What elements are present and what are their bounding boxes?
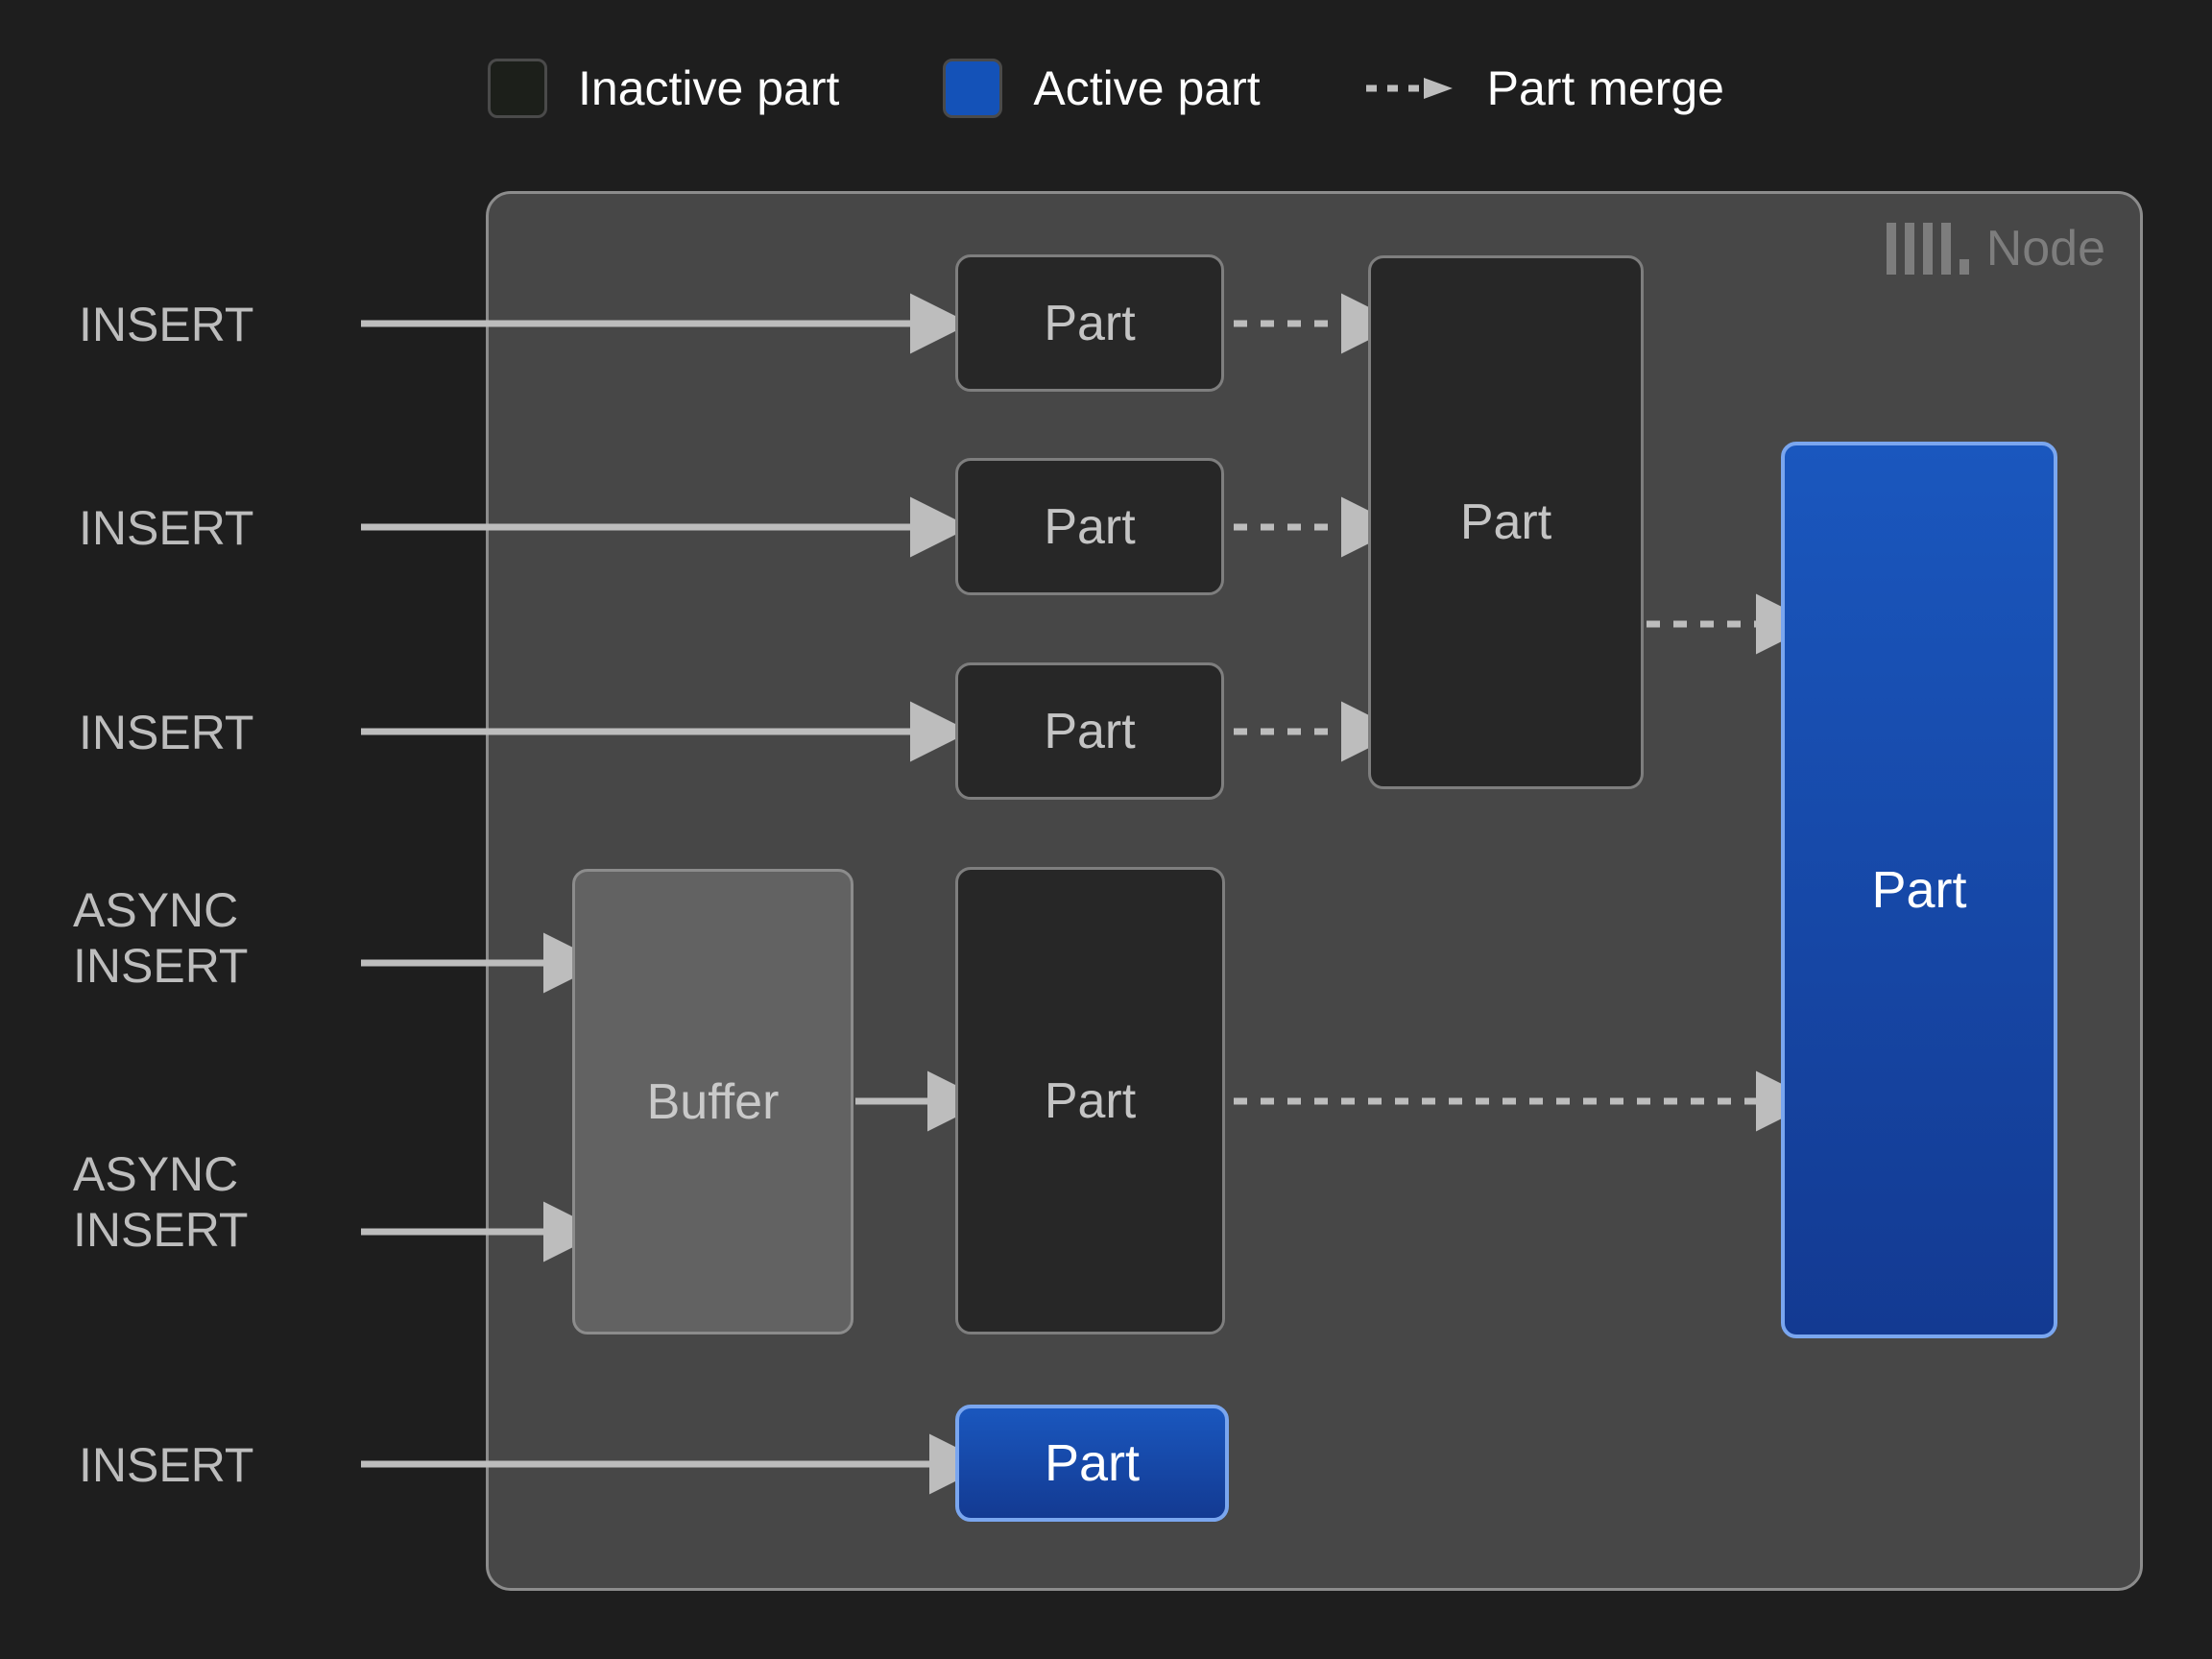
legend-label-part-merge: Part merge [1486,61,1724,115]
inactive-swatch-icon [488,59,548,118]
part-box-from-buffer[interactable]: Part [955,867,1225,1334]
source-label-insert-3: INSERT [79,706,254,759]
part-box-active-bottom[interactable]: Part [955,1405,1229,1522]
dashed-arrow-icon [1364,78,1456,99]
legend-item-inactive-part: Inactive part [488,59,839,118]
node-badge-label: Node [1985,221,2105,276]
clickhouse-logo-icon [1886,223,1969,275]
part-box-label: Part [1459,494,1552,550]
buffer-box[interactable]: Buffer [572,869,854,1334]
legend-item-part-merge: Part merge [1364,64,1724,112]
part-box-label: Part [1044,498,1136,555]
legend-label-inactive-part: Inactive part [578,61,840,115]
part-box-active-big[interactable]: Part [1781,442,2057,1338]
legend-item-active-part: Active part [943,59,1261,118]
part-box-label: Part [1044,1434,1141,1492]
buffer-box-label: Buffer [646,1073,780,1130]
part-box-label: Part [1871,861,1967,919]
source-label-async-insert-2: ASYNC INSERT [73,1147,249,1257]
part-box-label: Part [1044,703,1136,759]
source-label-insert-2: INSERT [79,501,254,555]
legend-label-active-part: Active part [1033,61,1261,115]
part-box-top-3[interactable]: Part [955,662,1224,800]
part-box-merged-mid[interactable]: Part [1368,255,1644,789]
source-label-insert-4: INSERT [79,1438,254,1492]
source-label-async-insert-1: ASYNC INSERT [73,883,249,993]
part-box-top-1[interactable]: Part [955,254,1224,392]
part-box-label: Part [1044,295,1136,351]
active-swatch-icon [943,59,1003,118]
part-box-top-2[interactable]: Part [955,458,1224,595]
legend: Inactive part Active part Part merge [0,50,2212,127]
part-box-label: Part [1044,1072,1137,1129]
source-label-insert-1: INSERT [79,298,254,351]
node-badge: Node [1886,221,2105,276]
